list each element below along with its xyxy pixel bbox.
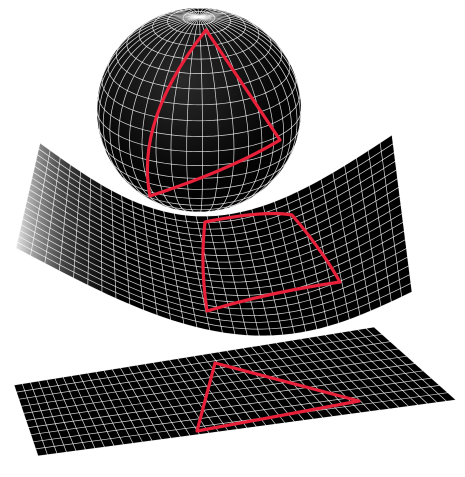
flat-plane: [14, 327, 456, 456]
sphere: [97, 8, 301, 212]
